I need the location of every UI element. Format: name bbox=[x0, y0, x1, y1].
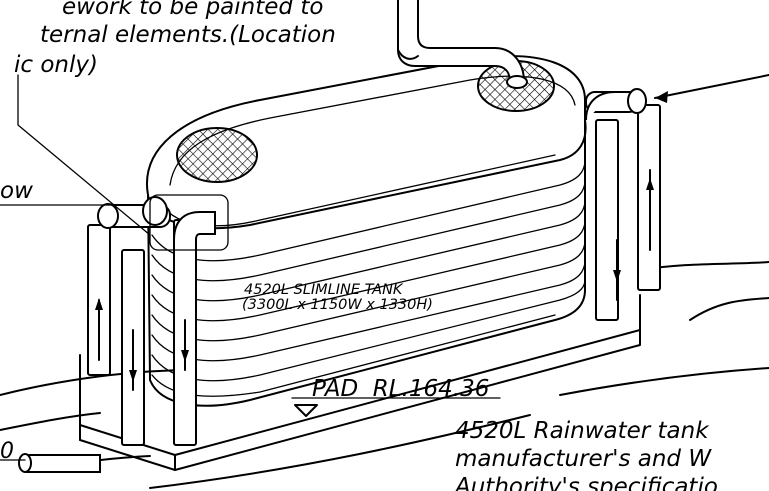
spec-line2: manufacturer's and W bbox=[455, 446, 712, 472]
tank-label-line1: 4520L SLIMLINE TANK bbox=[244, 282, 404, 298]
spec-line1: 4520L Rainwater tank bbox=[455, 418, 710, 444]
spec-line3: Authority's specificatio bbox=[453, 474, 718, 491]
pad-level-marker bbox=[291, 397, 501, 417]
downpipe bbox=[397, 0, 528, 89]
overflow-pipe bbox=[18, 453, 101, 473]
slimline-tank bbox=[146, 55, 587, 407]
left-pipework bbox=[87, 194, 229, 446]
pad-rl-label: PAD RL.164.36 bbox=[312, 376, 489, 402]
note-top-line1: ework to be painted to bbox=[62, 0, 323, 20]
leader-lines bbox=[0, 74, 769, 461]
note-top-line2: ternal elements.(Location bbox=[40, 22, 336, 48]
left-bottom-fragment: 0 bbox=[0, 439, 14, 464]
tank-label-line2: (3300L x 1150W x 1330H) bbox=[242, 297, 433, 313]
left-fragment-label: ow bbox=[0, 178, 33, 204]
inlet-mesh-left bbox=[176, 127, 258, 183]
right-pipework bbox=[585, 88, 661, 321]
note-top-line3: ic only) bbox=[14, 52, 98, 78]
